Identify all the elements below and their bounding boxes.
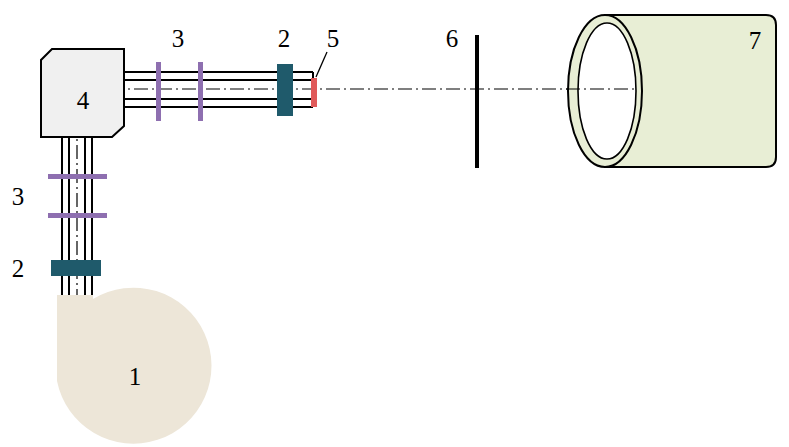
callout-number: 6 (446, 26, 459, 51)
fan-housing (57, 288, 211, 444)
nozzle (311, 78, 317, 107)
settling-chamber: 4 (40, 48, 125, 138)
plate (475, 35, 479, 168)
flange (48, 213, 107, 218)
flange (198, 62, 203, 121)
cylinder-rim (568, 15, 642, 167)
callout-number: 3 (172, 26, 185, 51)
test-cylinder: 7 (566, 13, 778, 169)
coupling (51, 260, 101, 276)
axis-line (566, 88, 638, 89)
callout-number: 1 (129, 364, 142, 389)
fan: 1 (57, 295, 215, 447)
flange (156, 62, 161, 121)
callout-number: 7 (749, 28, 762, 53)
leader-line (316, 52, 327, 77)
callout-number: 2 (12, 256, 25, 281)
callout-number: 5 (327, 26, 340, 51)
coupling (277, 64, 293, 116)
chamber-outline (41, 49, 124, 137)
flange (48, 174, 107, 179)
cylinder-bore (578, 23, 636, 159)
node-outline (566, 13, 778, 169)
callout-number: 2 (278, 26, 291, 51)
axis-line (110, 88, 600, 89)
callout-number: 3 (12, 184, 25, 209)
callout-number: 4 (77, 88, 90, 113)
